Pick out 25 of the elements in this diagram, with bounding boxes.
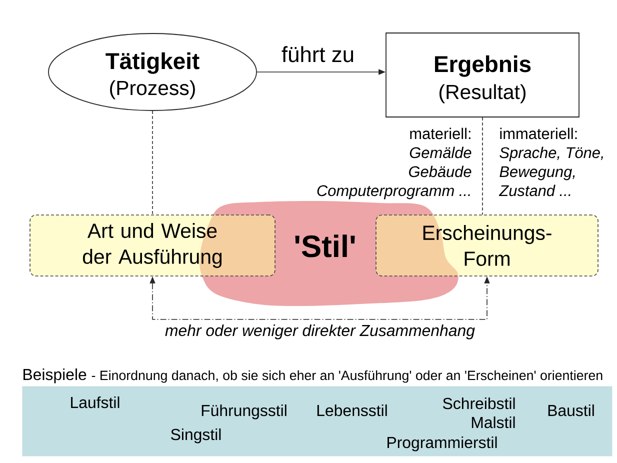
list-item: Computerprogramm ... xyxy=(317,185,470,200)
column-heading: materiell: xyxy=(410,128,470,140)
example-word: Lebensstil xyxy=(317,404,387,416)
connector-line xyxy=(482,117,483,215)
edge-label: mehr oder weniger direkter Zusammenhang xyxy=(165,324,475,340)
result-box: Ergebnis (Resultat) xyxy=(386,32,580,118)
edge-label: führt zu xyxy=(282,46,354,62)
rounded-box: Erscheinungs- Form xyxy=(376,214,598,276)
list-item: Gemälde xyxy=(410,146,472,158)
list-item: Gebäude xyxy=(409,166,472,178)
example-word: Malstil xyxy=(472,416,515,428)
list-item: Sprache, Töne, xyxy=(500,146,603,162)
band xyxy=(22,386,612,456)
rounded-box: Art und Weise der Ausführung xyxy=(30,214,276,276)
list-item: Bewegung, xyxy=(500,166,575,180)
example-word: Führungsstil xyxy=(202,404,286,420)
example-word: Programmierstil xyxy=(388,436,497,452)
example-word: Singstil xyxy=(171,428,221,444)
note-text: - Einordnung danach, ob sie sich eher an 'Ausführung' oder an 'Erscheinen' orientieren xyxy=(92,370,602,383)
example-word: Schreibstil xyxy=(443,397,515,410)
example-word: Baustil xyxy=(548,404,594,416)
connector-line xyxy=(152,110,153,215)
heading: Beispiele xyxy=(24,368,86,384)
list-item: Zustand ... xyxy=(498,184,570,196)
example-word: Laufstil xyxy=(71,396,120,408)
